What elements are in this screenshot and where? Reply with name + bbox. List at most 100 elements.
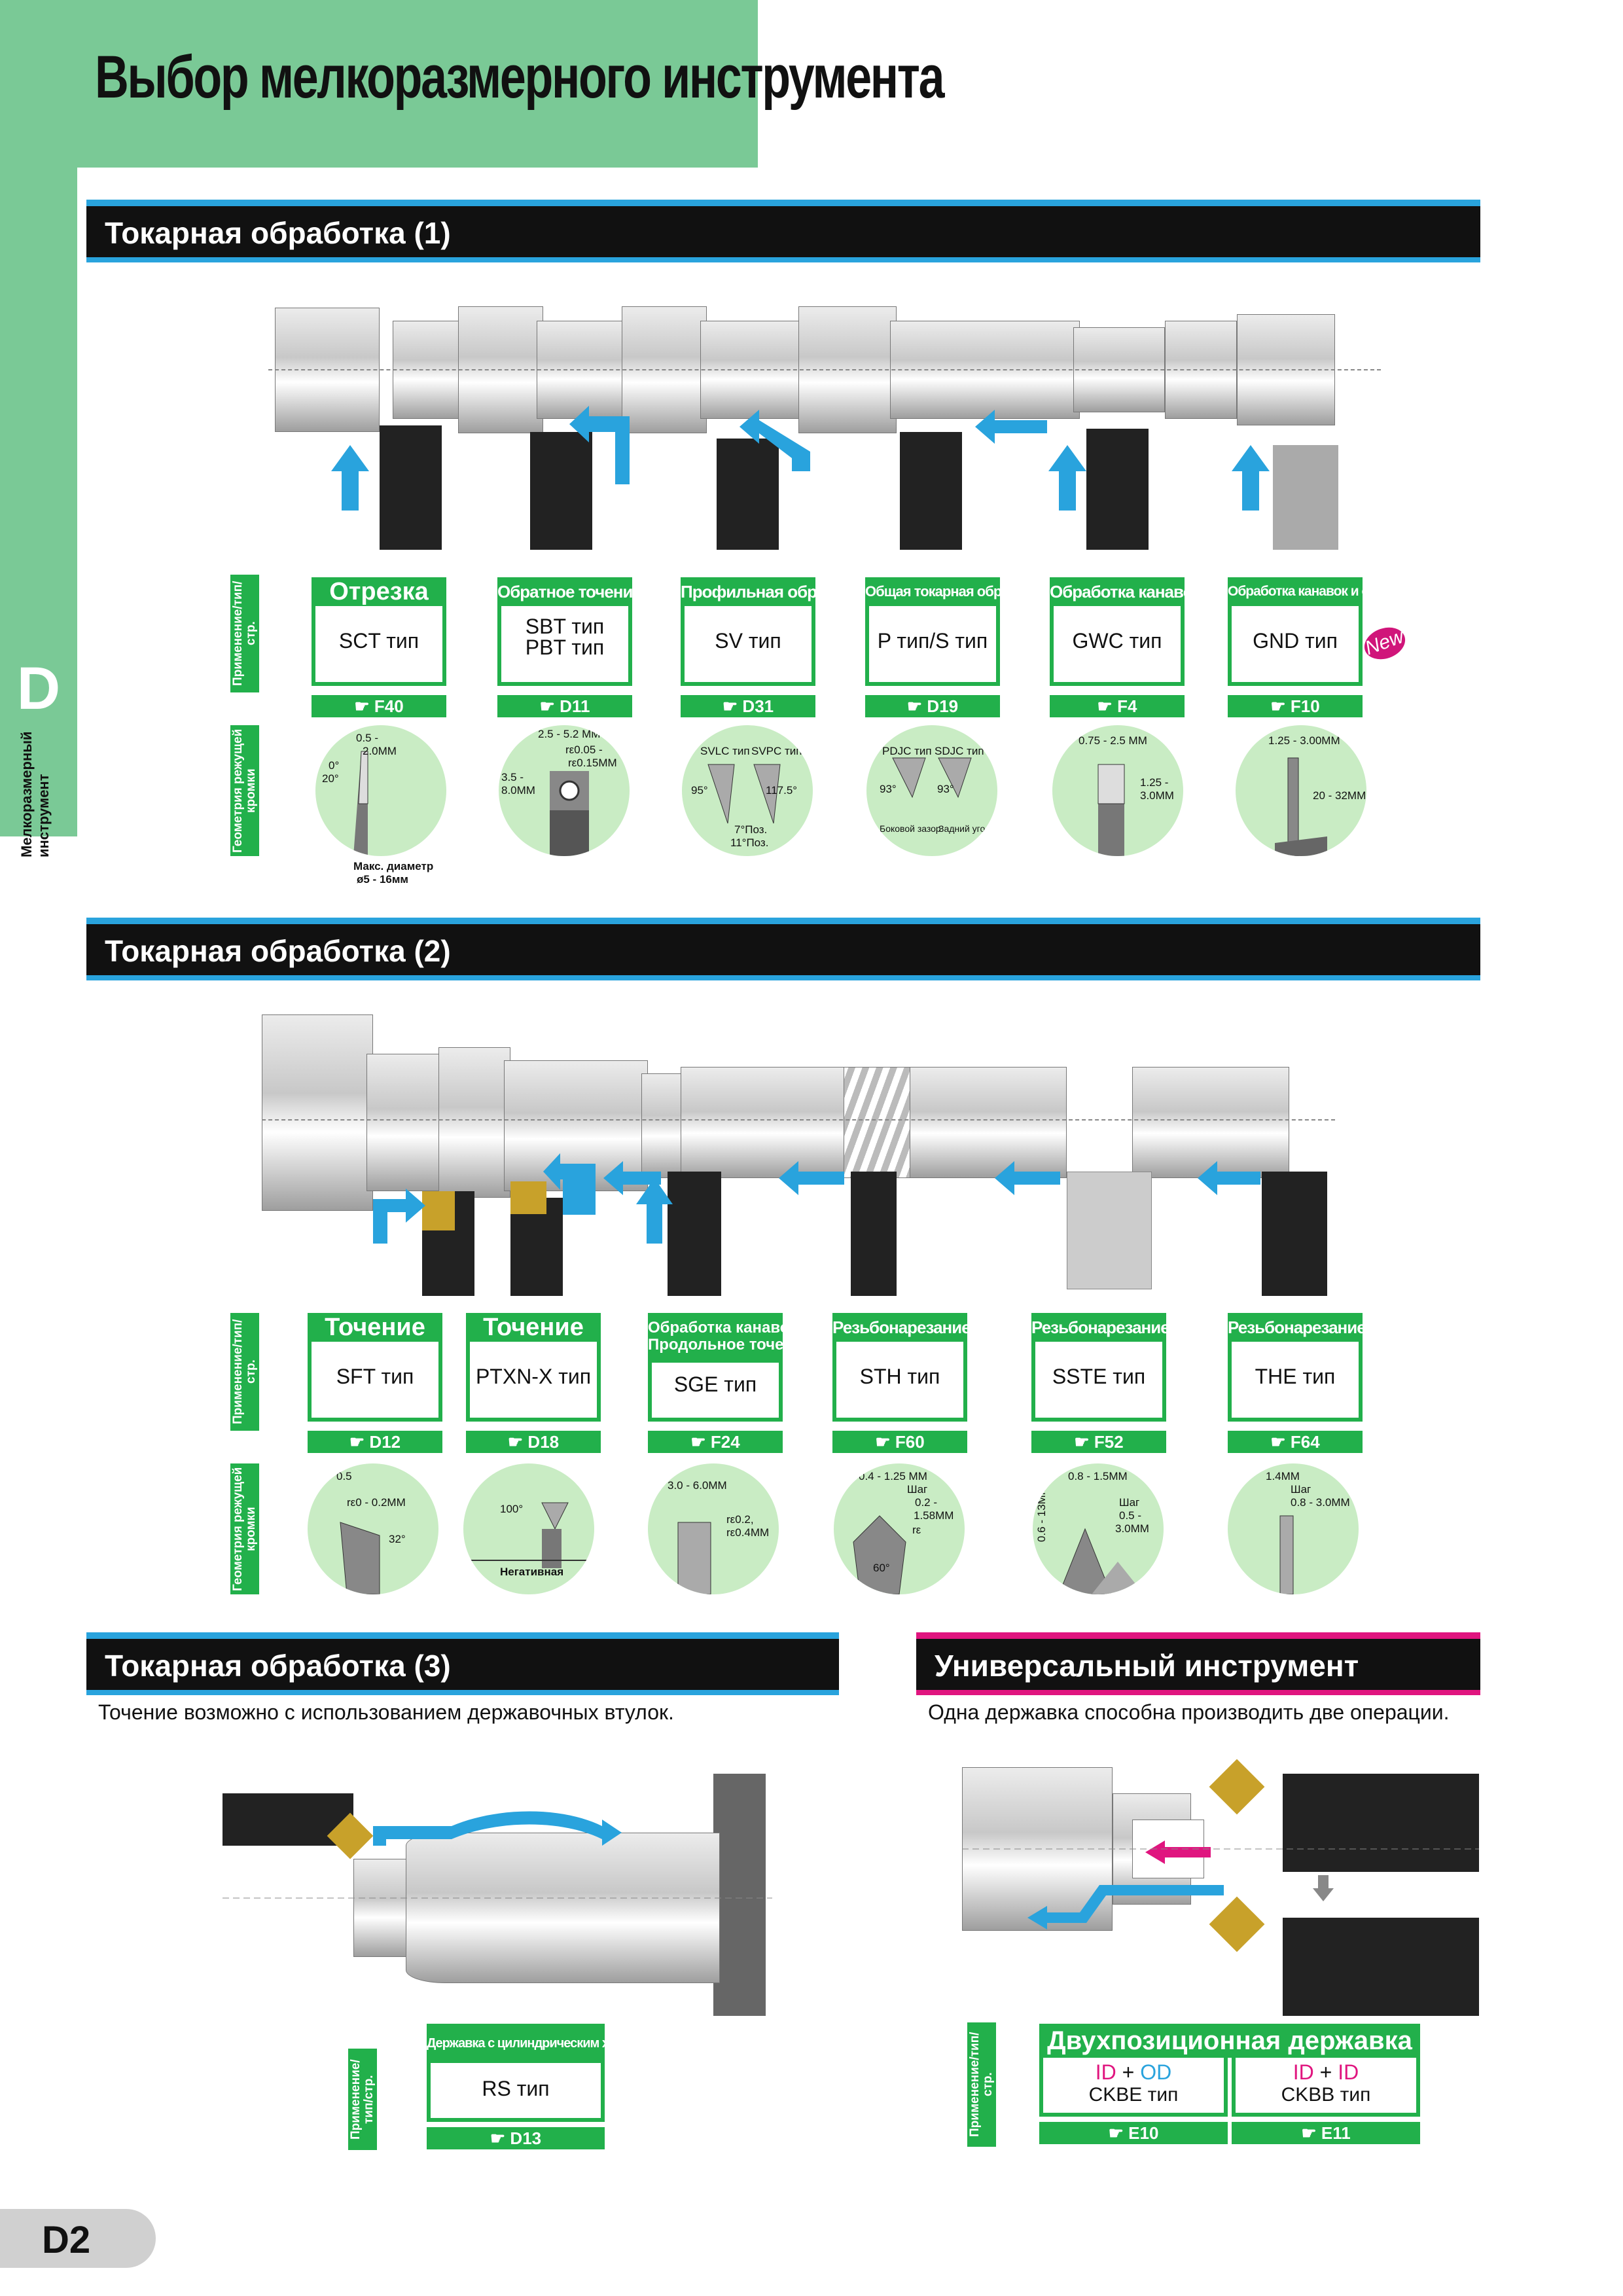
card-gwc[interactable]: Обработка канавок GWC тип ☛ F4 xyxy=(1050,577,1185,718)
page-ref-link[interactable]: ☛ E11 xyxy=(1232,2122,1420,2144)
geometry-circle-sct: 0.5 - 2.0ММ 0° 20° xyxy=(315,725,446,856)
geometry-circle-the: 1.4ММ Шаг 0.8 - 3.0ММ xyxy=(1228,1463,1359,1594)
section-title: Универсальный инструмент xyxy=(935,1649,1359,1683)
card-type: SV тип xyxy=(715,629,781,653)
sbt-holder xyxy=(530,432,592,550)
pointing-hand-icon: ☛ xyxy=(1270,1432,1291,1452)
card-head: Резьбонарезание xyxy=(1031,1313,1166,1342)
card-sth[interactable]: Резьбонарезание STH тип ☛ F60 xyxy=(832,1313,967,1454)
application-label-universal: Применение/тип/стр. xyxy=(967,2022,996,2147)
page-ref-link[interactable]: ☛ F60 xyxy=(832,1431,967,1453)
card-type-2: PBT тип xyxy=(525,636,605,659)
pointing-hand-icon: ☛ xyxy=(690,1432,711,1452)
card-head: Резьбонарезание xyxy=(832,1313,967,1342)
page-ref-link[interactable]: ☛ F52 xyxy=(1031,1431,1166,1453)
page-ref-link[interactable]: ☛ D18 xyxy=(466,1431,601,1453)
card-right[interactable]: ID + ID CKBB тип xyxy=(1232,2058,1420,2117)
card-type: RS тип xyxy=(482,2077,550,2100)
page-ref-link[interactable]: ☛ F10 xyxy=(1228,695,1363,717)
sth-holder xyxy=(851,1172,897,1296)
card-head: Обратное точение xyxy=(497,577,632,606)
section-turning-2: Токарная обработка (2) xyxy=(86,918,1480,980)
card-type: SSTE тип xyxy=(1052,1365,1146,1388)
sct-holder xyxy=(380,425,442,550)
card-ptxn[interactable]: Точение PTXN-X тип ☛ D18 xyxy=(466,1313,601,1454)
workpiece-illustration-1 xyxy=(268,288,1381,445)
geometry-label-2: Геометрия режущей кромки xyxy=(230,1463,259,1594)
page-ref-link[interactable]: ☛ D19 xyxy=(865,695,1000,717)
pointing-hand-icon: ☛ xyxy=(1074,1432,1094,1452)
card-type: SGE тип xyxy=(673,1372,757,1396)
page-ref-link[interactable]: ☛ D11 xyxy=(497,695,632,717)
application-label-2: Применение/тип/стр. xyxy=(230,1313,259,1431)
card-head: Профильная обработка xyxy=(681,577,815,606)
card-type: SFT тип xyxy=(336,1365,414,1388)
card-the[interactable]: Резьбонарезание THE тип ☛ F64 xyxy=(1228,1313,1363,1454)
geometry-circle-ptxn: 100° Негативная xyxy=(463,1463,594,1594)
geometry-circle-gnd: 1.25 - 3.00ММ 20 - 32ММ xyxy=(1236,725,1366,856)
application-label-3: Применение/тип/стр. xyxy=(348,2049,377,2150)
pointing-hand-icon: ☛ xyxy=(1270,696,1291,716)
pointing-hand-icon: ☛ xyxy=(539,696,560,716)
section-title: Токарная обработка (1) xyxy=(105,216,451,250)
card-type: P тип/S тип xyxy=(877,629,988,653)
card-type: GWC тип xyxy=(1072,629,1162,653)
card-head: Резьбонарезание xyxy=(1228,1313,1363,1342)
pointing-hand-icon: ☛ xyxy=(1108,2123,1129,2143)
workpiece-illustration-2 xyxy=(262,1014,1335,1211)
page-ref-link[interactable]: ☛ D12 xyxy=(308,1431,442,1453)
max-diameter-label: Макс. диаметр xyxy=(353,860,434,872)
page-ref-link[interactable]: ☛ D13 xyxy=(427,2127,605,2149)
feed-arrows-2 xyxy=(373,1153,1260,1244)
sft-insert xyxy=(422,1191,455,1230)
card-sv[interactable]: Профильная обработка SV тип ☛ D31 xyxy=(681,577,815,718)
page-ref-link[interactable]: ☛ F24 xyxy=(648,1431,783,1453)
section-subtitle-3: Точение возможно с использованием держав… xyxy=(98,1700,674,1724)
card-rs[interactable]: Державка с цилиндрическим хвостовиком RS… xyxy=(427,2024,605,2149)
geometry-circle-sbt: 2.5 - 5.2 ММ rε0.05 - rε0.15ММ 3.5 - 8.0… xyxy=(499,725,630,856)
card-gnd[interactable]: Обработка канавок и отрезка GND тип ☛ F1… xyxy=(1228,577,1363,718)
pointing-hand-icon: ☛ xyxy=(906,696,927,716)
geometry-circle-p: PDJC тип SDJC тип 93° 93° Боковой зазор … xyxy=(866,725,997,856)
gnd-holder xyxy=(1273,445,1338,550)
card-type: CKBE тип xyxy=(1088,2084,1179,2106)
pointing-hand-icon: ☛ xyxy=(722,696,743,716)
page-ref-link[interactable]: ☛ E10 xyxy=(1039,2122,1228,2144)
card-left[interactable]: ID + OD CKBE тип xyxy=(1039,2058,1228,2117)
card-p[interactable]: Общая токарная обработка P тип/S тип ☛ D… xyxy=(865,577,1000,718)
ptxn-insert xyxy=(510,1181,546,1214)
geometry-circle-sste: 0.8 - 1.5ММ 0.6 - 13ММ Шаг 0.5 - 3.0ММ xyxy=(1033,1463,1164,1594)
card-sft[interactable]: Точение SFT тип ☛ D12 xyxy=(308,1313,442,1454)
page-ref-link[interactable]: ☛ F40 xyxy=(312,695,446,717)
card-type: THE тип xyxy=(1255,1365,1336,1388)
the-holder xyxy=(1262,1172,1327,1296)
p-holder xyxy=(900,432,962,550)
geometry-circle-gwc: 0.75 - 2.5 ММ 1.25 - 3.0ММ xyxy=(1052,725,1183,856)
pointing-hand-icon: ☛ xyxy=(354,696,374,716)
page-ref-link[interactable]: ☛ F64 xyxy=(1228,1431,1363,1453)
card-sste[interactable]: Резьбонарезание SSTE тип ☛ F52 xyxy=(1031,1313,1166,1454)
pointing-hand-icon: ☛ xyxy=(490,2128,510,2148)
geometry-circle-sge: 3.0 - 6.0ММ rε0.2, rε0.4ММ xyxy=(648,1463,779,1594)
section-subtitle-universal: Одна державка способна производить две о… xyxy=(928,1700,1450,1724)
card-universal[interactable]: Двухпозиционная державка ID + OD CKBE ти… xyxy=(1039,2024,1420,2148)
geometry-circle-sth: 0.4 - 1.25 ММ Шаг 0.2 - 1.58ММ rε 60° xyxy=(834,1463,965,1594)
pointing-hand-icon: ☛ xyxy=(507,1432,528,1452)
pointing-hand-icon: ☛ xyxy=(1097,696,1118,716)
pointing-hand-icon: ☛ xyxy=(875,1432,895,1452)
card-sct[interactable]: Отрезка SCT тип ☛ F40 xyxy=(312,577,446,718)
rs-illustration xyxy=(223,1767,772,2016)
sge-holder xyxy=(668,1172,721,1296)
diameter-range: ø5 - 16мм xyxy=(357,873,409,886)
card-type: STH тип xyxy=(859,1365,940,1388)
page-number-badge: D2 xyxy=(0,2209,156,2268)
card-type: CKBB тип xyxy=(1281,2084,1371,2106)
page-ref-link[interactable]: ☛ D31 xyxy=(681,695,815,717)
page-ref-link[interactable]: ☛ F4 xyxy=(1050,695,1185,717)
card-head: Обработка канавок xyxy=(1050,577,1185,606)
sv-holder xyxy=(717,439,779,550)
universal-illustration xyxy=(962,1754,1479,2042)
sidebar-band xyxy=(0,168,77,836)
